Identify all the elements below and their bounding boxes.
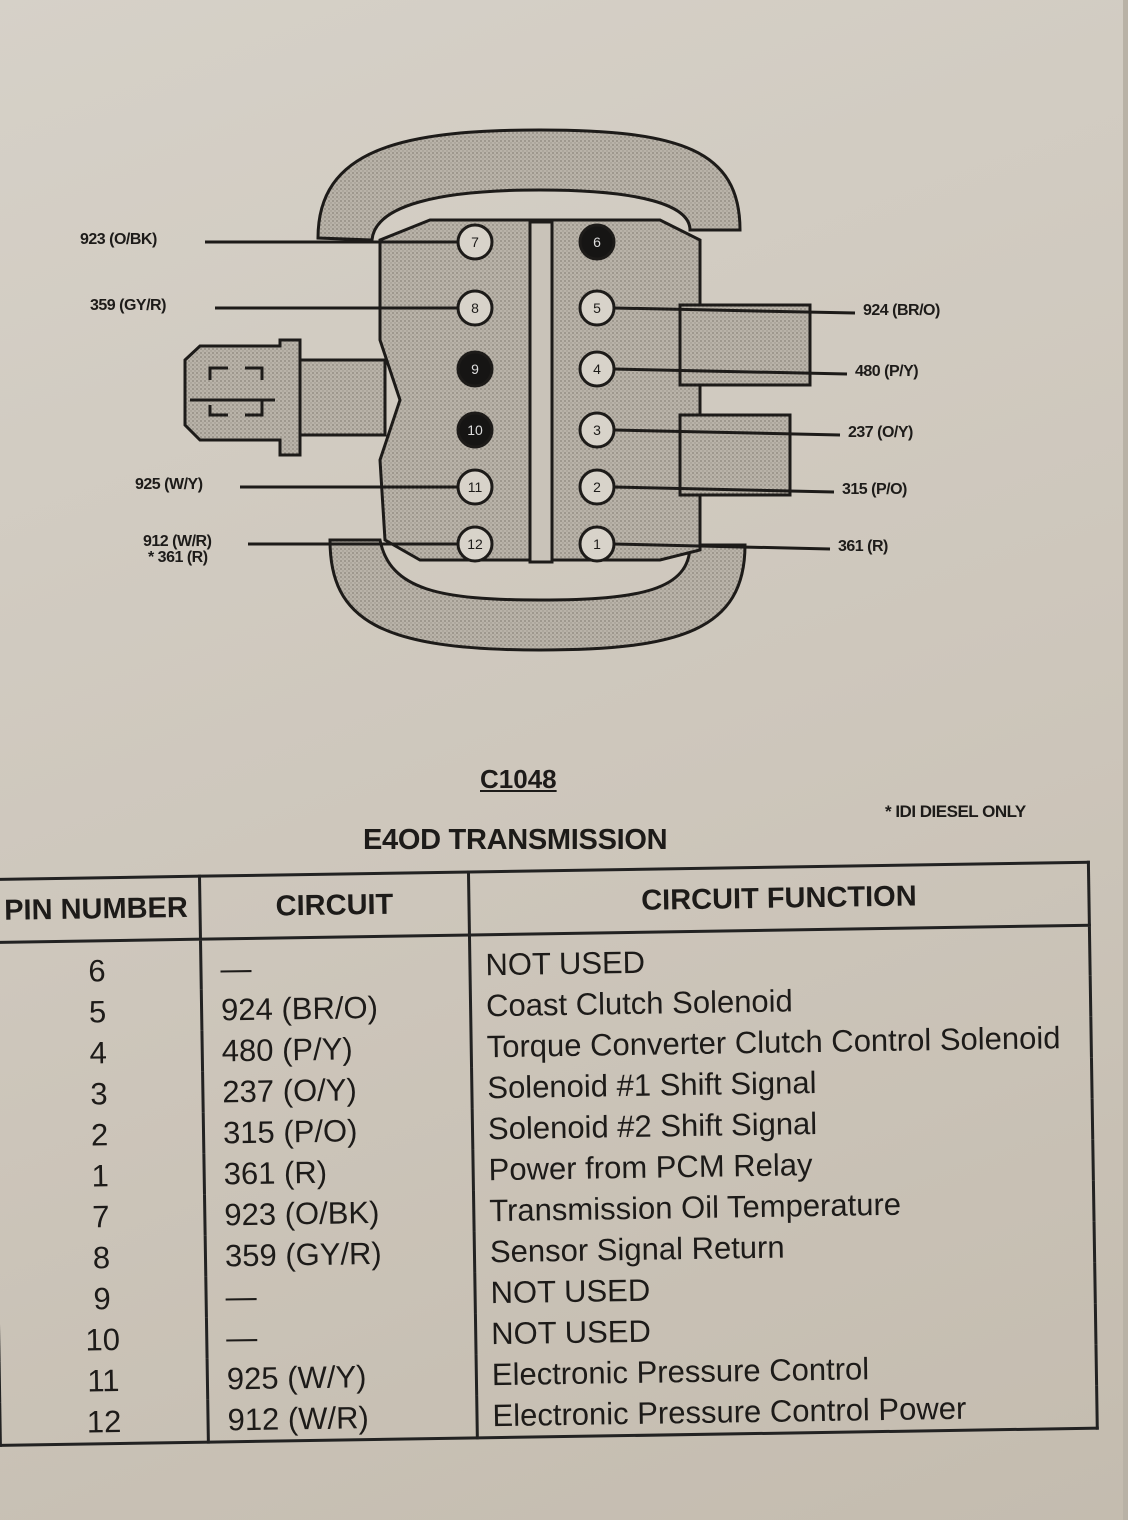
pin-number-cell: 1 bbox=[0, 1153, 205, 1198]
circuit-function-cell: Electronic Pressure Control Power bbox=[476, 1385, 1098, 1438]
pin-6 bbox=[578, 223, 616, 261]
pin-number: 7 bbox=[471, 234, 479, 250]
circuit-cell: 925 (W/Y) bbox=[207, 1354, 477, 1400]
wire-label: 480 (P/Y) bbox=[855, 363, 919, 380]
pin-number: 9 bbox=[471, 361, 479, 377]
pin-number-cell: 11 bbox=[0, 1358, 208, 1403]
connector-shell-bottom bbox=[328, 538, 747, 652]
pin-number: 11 bbox=[468, 479, 483, 495]
circuit-cell: — bbox=[205, 1272, 476, 1318]
wire-label: 912 (W/R) bbox=[143, 533, 212, 550]
pin-number-cell: 4 bbox=[0, 1030, 203, 1075]
wire-label: 315 (P/O) bbox=[842, 481, 907, 498]
circuit-cell: 924 (BR/O) bbox=[201, 985, 471, 1031]
pin-number-cell: 7 bbox=[0, 1194, 206, 1239]
pin-number-cell: 10 bbox=[0, 1317, 208, 1362]
pin-number: 1 bbox=[593, 536, 601, 552]
circuit-cell: 361 (R) bbox=[203, 1149, 474, 1195]
circuit-cell: 315 (P/O) bbox=[203, 1108, 473, 1154]
pin-number-cell: 6 bbox=[0, 939, 202, 993]
pin-11 bbox=[456, 468, 494, 506]
circuit-cell: 912 (W/R) bbox=[207, 1395, 478, 1443]
wire-line bbox=[613, 367, 848, 376]
footnote: * IDI DIESEL ONLY bbox=[885, 802, 1026, 821]
pin-number: 3 bbox=[593, 422, 601, 438]
pinout-table: PIN NUMBER CIRCUIT CIRCUIT FUNCTION 6—NO… bbox=[0, 861, 1099, 1447]
wire-label: 923 (O/BK) bbox=[80, 231, 157, 248]
circuit-cell: — bbox=[200, 934, 471, 990]
pin-number: 4 bbox=[593, 361, 601, 377]
center-rib bbox=[528, 220, 554, 564]
pin-number-cell: 2 bbox=[0, 1112, 204, 1157]
header-circuit: CIRCUIT bbox=[199, 871, 470, 940]
pin-8 bbox=[456, 289, 494, 327]
pin-number-cell: 9 bbox=[0, 1276, 207, 1321]
connector-diagram: 7 8 9 10 11 12 6 5 4 3 2 1 bbox=[183, 128, 856, 652]
pin-number: 5 bbox=[593, 300, 601, 316]
header-circuit-function: CIRCUIT FUNCTION bbox=[468, 862, 1090, 935]
connector-id: C1048 bbox=[480, 764, 557, 794]
pin-number: 8 bbox=[471, 300, 479, 316]
pin-number: 12 bbox=[467, 536, 483, 552]
pin-12 bbox=[456, 525, 494, 563]
wire-label-alt: * 361 (R) bbox=[148, 549, 208, 566]
circuit-cell: 237 (O/Y) bbox=[202, 1067, 473, 1113]
pin-3 bbox=[578, 411, 616, 449]
pin-10 bbox=[456, 411, 494, 449]
pin-number-cell: 12 bbox=[0, 1399, 209, 1446]
wire-line bbox=[613, 306, 856, 315]
pin-number: 2 bbox=[593, 479, 601, 495]
wire-line bbox=[613, 428, 841, 437]
pin-7 bbox=[456, 223, 494, 261]
pin-2 bbox=[578, 468, 616, 506]
pin-number-cell: 3 bbox=[0, 1071, 204, 1116]
wire-label: 359 (GY/R) bbox=[90, 297, 166, 314]
wire-line bbox=[613, 485, 835, 494]
wire-line bbox=[613, 542, 831, 551]
pin-1 bbox=[578, 525, 616, 563]
wire-label: 237 (O/Y) bbox=[848, 424, 913, 441]
pin-number-cell: 8 bbox=[0, 1235, 206, 1280]
pin-4 bbox=[578, 350, 616, 388]
connector-title: E4OD TRANSMISSION bbox=[363, 824, 668, 856]
header-pin-number: PIN NUMBER bbox=[0, 876, 201, 943]
circuit-cell: 923 (O/BK) bbox=[204, 1190, 475, 1236]
circuit-cell: 359 (GY/R) bbox=[205, 1231, 475, 1277]
pin-5 bbox=[578, 289, 616, 327]
pin-number-cell: 5 bbox=[0, 989, 202, 1034]
pin-number: 6 bbox=[593, 234, 601, 250]
pin-number: 10 bbox=[467, 422, 483, 438]
pin-9 bbox=[456, 350, 494, 388]
circuit-cell: 480 (P/Y) bbox=[201, 1026, 472, 1072]
connector-shell-top bbox=[316, 128, 742, 242]
wire-label: 361 (R) bbox=[838, 538, 888, 555]
wire-label: 925 (W/Y) bbox=[135, 476, 203, 493]
circuit-cell: — bbox=[206, 1313, 477, 1359]
latch-left bbox=[183, 338, 302, 457]
wire-label: 924 (BR/O) bbox=[863, 302, 940, 319]
